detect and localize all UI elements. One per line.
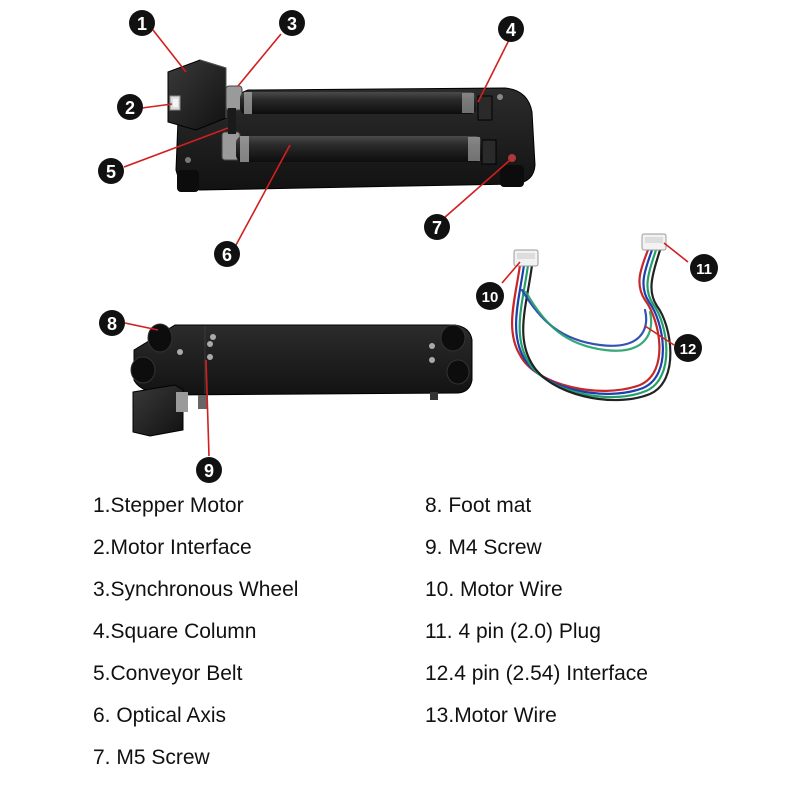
foot: [500, 165, 524, 187]
svg-text:2: 2: [125, 98, 135, 118]
bottom-view-assembly: [130, 323, 473, 437]
svg-text:8: 8: [107, 314, 117, 334]
screw: [207, 341, 213, 347]
square-column: [477, 95, 493, 121]
svg-text:10: 10: [482, 289, 499, 306]
foot-mat: [440, 324, 466, 352]
callout-7: 7: [424, 214, 450, 240]
callout-4: 4: [498, 16, 524, 42]
legend-item: 6. Optical Axis: [93, 704, 227, 727]
motor-wire-cable: [510, 248, 672, 402]
screw: [207, 354, 213, 360]
legend-item: 7. M5 Screw: [93, 746, 210, 769]
stepper-motor-bottom: [132, 384, 208, 437]
svg-text:12: 12: [680, 341, 697, 358]
legend-item: 13.Motor Wire: [425, 704, 557, 727]
legend-item: 2.Motor Interface: [93, 536, 252, 559]
screw: [210, 334, 216, 340]
roller: [240, 92, 476, 114]
bottom-plate: [133, 324, 473, 396]
legend-item: 10. Motor Wire: [425, 578, 563, 601]
rotary-roller-assembly: [167, 59, 536, 192]
screw: [429, 343, 435, 349]
stepper-motor: [167, 59, 227, 131]
legend-item: 3.Synchronous Wheel: [93, 578, 299, 601]
legend-item: 9. M4 Screw: [425, 536, 542, 559]
callout-10: 10: [476, 282, 504, 310]
svg-text:4: 4: [506, 20, 516, 40]
roller: [236, 136, 482, 162]
legend-item: 4.Square Column: [93, 620, 257, 643]
callout-1: 1: [129, 10, 155, 36]
leader-lines: [123, 29, 689, 457]
callout-9: 9: [196, 457, 222, 483]
screw: [497, 94, 503, 100]
svg-text:6: 6: [222, 245, 232, 265]
callout-12: 12: [674, 334, 702, 362]
callout-3: 3: [279, 10, 305, 36]
svg-text:11: 11: [696, 261, 712, 278]
callout-5: 5: [98, 158, 124, 184]
legend-item: 12.4 pin (2.54) Interface: [425, 662, 648, 685]
foot-mat: [130, 356, 156, 384]
svg-text:7: 7: [432, 218, 442, 238]
callout-11: 11: [690, 254, 718, 282]
screw: [185, 157, 191, 163]
svg-text:9: 9: [204, 461, 214, 481]
svg-text:1: 1: [137, 14, 147, 34]
conveyor-belt: [228, 108, 236, 134]
callout-8: 8: [99, 310, 125, 336]
synchronous-wheel: [225, 85, 243, 111]
foot-mat: [147, 323, 173, 353]
square-column: [481, 139, 497, 165]
legend-item: 8. Foot mat: [425, 494, 532, 517]
callout-2: 2: [117, 94, 143, 120]
legend-item: 1.Stepper Motor: [93, 494, 244, 517]
foot: [177, 170, 199, 192]
svg-text:3: 3: [287, 14, 297, 34]
callout-6: 6: [214, 241, 240, 267]
screw: [429, 357, 435, 363]
callout-badges: 1 2 3 4 5 6 7 8 9 10 11 12: [98, 10, 718, 483]
svg-text:5: 5: [106, 162, 116, 182]
connector-2.0: [641, 233, 667, 251]
screw: [177, 349, 183, 355]
legend-item: 5.Conveyor Belt: [93, 662, 243, 685]
legend-item: 11. 4 pin (2.0) Plug: [425, 620, 601, 643]
foot-mat: [446, 359, 470, 385]
